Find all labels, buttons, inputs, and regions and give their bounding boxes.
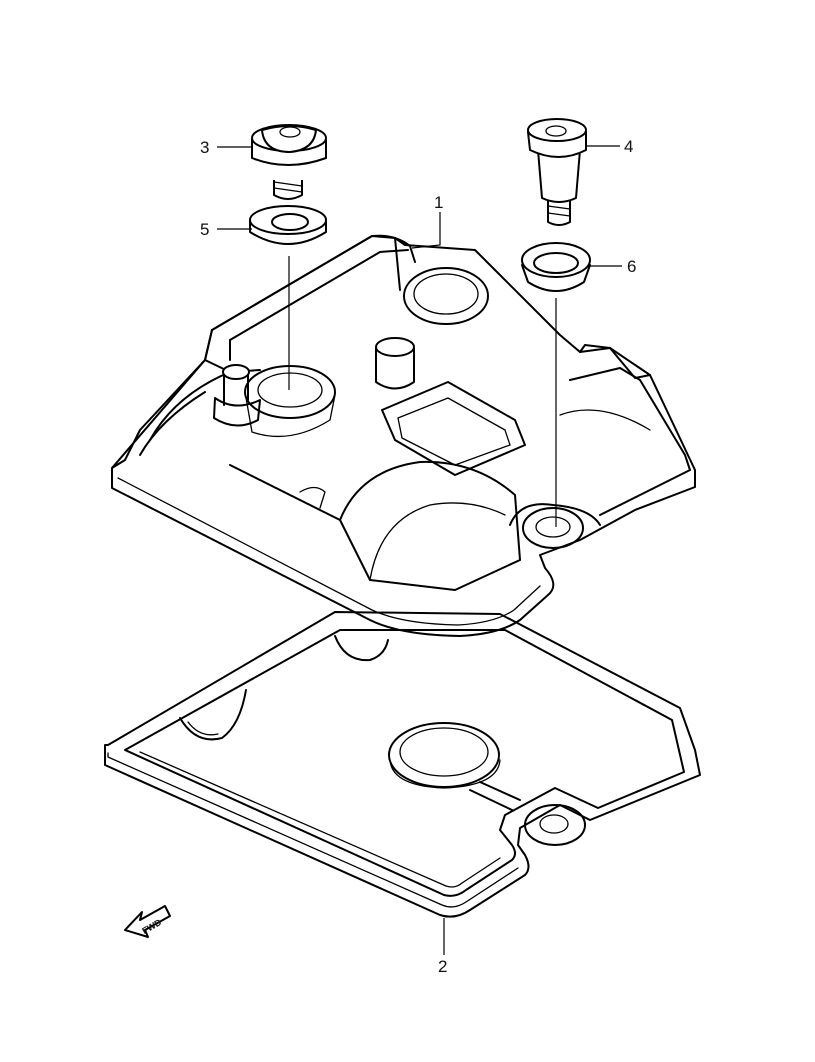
callout-labels: 1 2 3 4 5 6	[200, 137, 636, 976]
fwd-arrow-icon: FWD	[124, 905, 171, 938]
callout-1: 1	[434, 193, 443, 212]
callout-2: 2	[438, 957, 447, 976]
head-cover-part-1[interactable]	[111, 234, 696, 637]
bolt-part-3[interactable]	[251, 124, 327, 200]
leader-lines	[217, 145, 622, 955]
callout-6: 6	[627, 257, 636, 276]
grommet-part-6[interactable]	[521, 242, 591, 292]
bolt-part-4[interactable]	[527, 118, 587, 226]
washer-part-5[interactable]	[249, 205, 327, 245]
callout-5: 5	[200, 220, 209, 239]
gasket-part-2[interactable]	[104, 611, 701, 918]
callout-3: 3	[200, 138, 209, 157]
callout-4: 4	[624, 137, 633, 156]
center-lines	[288, 256, 557, 527]
